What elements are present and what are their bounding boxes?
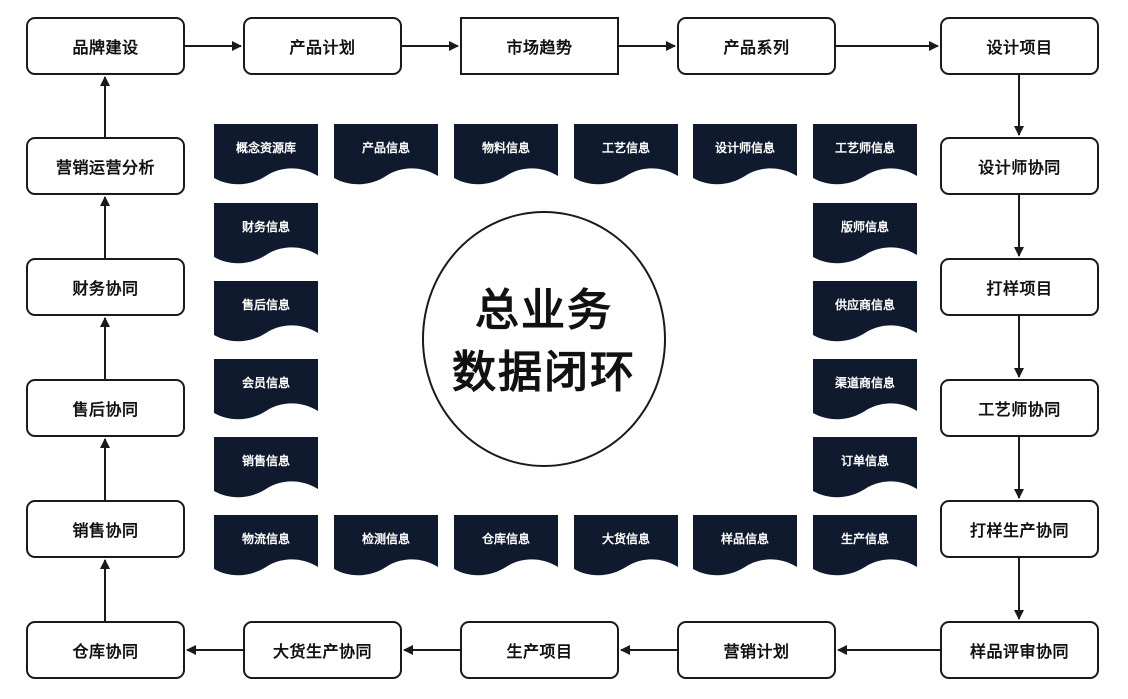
document-shape	[813, 281, 917, 342]
doc-label: 工艺信息	[601, 141, 650, 155]
box-market-trend: 市场趋势	[460, 17, 619, 75]
doc-material-info: 物料信息	[454, 124, 558, 186]
doc-sample-info: 样品信息	[693, 515, 797, 577]
document-shape	[214, 437, 318, 498]
doc-warehouse-info: 仓库信息	[454, 515, 558, 577]
center-title-line-1: 总业务	[475, 285, 613, 336]
document-shape	[334, 515, 438, 576]
doc-channel-info: 渠道商信息	[813, 359, 917, 421]
doc-product-info: 产品信息	[334, 124, 438, 186]
center-title-line-2: 数据闭环	[452, 347, 636, 398]
document-shape	[813, 124, 917, 185]
doc-aftersales-info: 售后信息	[214, 281, 318, 343]
doc-concept-library: 概念资源库	[214, 124, 318, 186]
document-shape	[813, 203, 917, 264]
center-title: 总业务 数据闭环	[422, 280, 666, 404]
doc-order-info: 订单信息	[813, 437, 917, 499]
box-sales-collab: 销售协同	[26, 500, 185, 558]
box-craftsman-collab: 工艺师协同	[940, 379, 1099, 437]
box-finance-collab: 财务协同	[26, 258, 185, 316]
document-shape	[813, 437, 917, 498]
doc-label: 物料信息	[481, 141, 530, 155]
document-shape	[574, 124, 678, 185]
doc-logistics-info: 物流信息	[214, 515, 318, 577]
doc-supplier-info: 供应商信息	[813, 281, 917, 343]
doc-bulk-goods-info: 大货信息	[574, 515, 678, 577]
doc-finance-info: 财务信息	[214, 203, 318, 265]
doc-label: 供应商信息	[834, 298, 895, 312]
doc-label: 设计师信息	[714, 141, 775, 155]
box-designer-collab: 设计师协同	[940, 137, 1099, 195]
document-shape	[214, 515, 318, 576]
center-circle	[422, 211, 666, 467]
box-sample-review-collab: 样品评审协同	[940, 621, 1099, 679]
doc-label: 样品信息	[720, 532, 769, 546]
document-shape	[334, 124, 438, 185]
doc-label: 订单信息	[840, 454, 889, 468]
doc-label: 产品信息	[361, 141, 410, 155]
box-marketing-plan: 营销计划	[677, 621, 836, 679]
doc-label: 售后信息	[241, 298, 290, 312]
document-shape	[574, 515, 678, 576]
doc-label: 版师信息	[840, 220, 889, 234]
doc-inspection-info: 检测信息	[334, 515, 438, 577]
box-product-plan: 产品计划	[243, 17, 402, 75]
document-shape	[214, 124, 318, 185]
doc-designer-info: 设计师信息	[693, 124, 797, 186]
box-brand-building: 品牌建设	[26, 17, 185, 75]
doc-member-info: 会员信息	[214, 359, 318, 421]
doc-label: 检测信息	[361, 532, 410, 546]
box-production-project: 生产项目	[460, 621, 619, 679]
doc-label: 概念资源库	[235, 141, 296, 155]
document-shape	[454, 124, 558, 185]
doc-sales-info: 销售信息	[214, 437, 318, 499]
box-marketing-ops-analysis: 营销运营分析	[26, 137, 185, 195]
doc-label: 仓库信息	[481, 532, 530, 546]
document-shape	[693, 515, 797, 576]
document-shape	[214, 359, 318, 420]
box-bulk-production-collab: 大货生产协同	[243, 621, 402, 679]
doc-label: 大货信息	[601, 532, 650, 546]
doc-label: 财务信息	[241, 220, 290, 234]
box-sample-project: 打样项目	[940, 258, 1099, 316]
doc-production-info: 生产信息	[813, 515, 917, 577]
document-shape	[214, 281, 318, 342]
document-shape	[214, 203, 318, 264]
doc-label: 生产信息	[840, 532, 889, 546]
doc-craftsman-info: 工艺师信息	[813, 124, 917, 186]
document-shape	[813, 515, 917, 576]
box-design-project: 设计项目	[940, 17, 1099, 75]
box-warehouse-collab: 仓库协同	[26, 621, 185, 679]
box-sample-production-collab: 打样生产协同	[940, 500, 1099, 558]
doc-label: 会员信息	[241, 376, 290, 390]
doc-label: 物流信息	[241, 532, 290, 546]
document-shape	[454, 515, 558, 576]
document-shape	[693, 124, 797, 185]
doc-label: 工艺师信息	[834, 141, 895, 155]
box-product-series: 产品系列	[677, 17, 836, 75]
doc-label: 渠道商信息	[834, 376, 895, 390]
document-shape	[813, 359, 917, 420]
box-aftersales-collab: 售后协同	[26, 379, 185, 437]
doc-pattern-maker-info: 版师信息	[813, 203, 917, 265]
doc-craft-info: 工艺信息	[574, 124, 678, 186]
doc-label: 销售信息	[241, 454, 290, 468]
